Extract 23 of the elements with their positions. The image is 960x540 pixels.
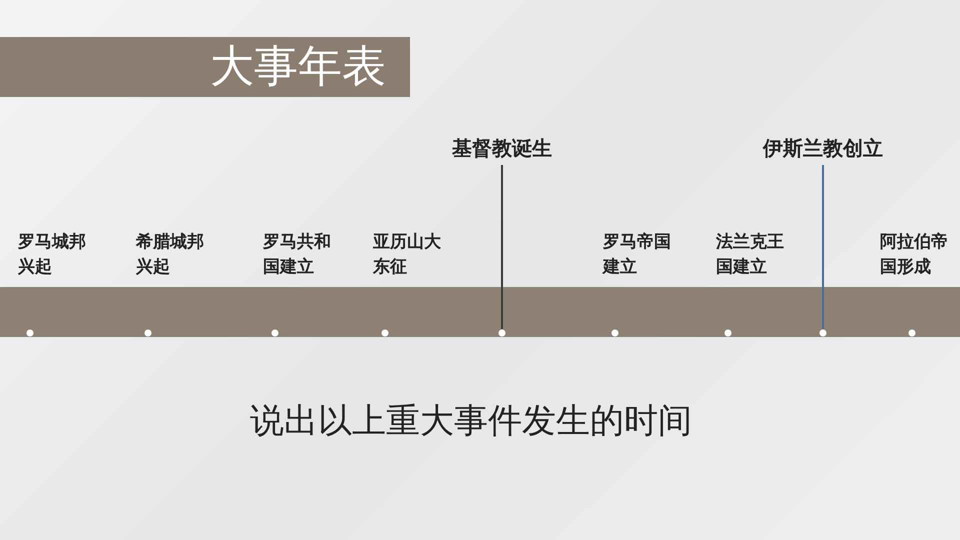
event-label: 罗马帝国建立 (603, 231, 672, 279)
timeline-dot (271, 329, 279, 337)
event-heading: 伊斯兰教创立 (763, 135, 883, 161)
timeline-dot (611, 329, 619, 337)
question-text: 说出以上重大事件发生的时间 (250, 400, 692, 443)
event-label: 阿拉伯帝国形成 (880, 231, 949, 279)
timeline-dot (908, 329, 916, 337)
timeline-dot (724, 329, 732, 337)
title: 大事年表 (210, 41, 386, 93)
event-label: 亚历山大东征 (373, 231, 442, 279)
event-label: 法兰克王国建立 (716, 231, 785, 279)
leader-line (822, 165, 824, 329)
event-label: 罗马共和国建立 (263, 231, 332, 279)
event-label: 希腊城邦兴起 (136, 231, 205, 279)
event-heading: 基督教诞生 (452, 135, 552, 161)
timeline-dot (819, 329, 827, 337)
leader-line (501, 165, 503, 329)
timeline-dot (144, 329, 152, 337)
timeline-dot (498, 329, 506, 337)
timeline-dot (26, 329, 34, 337)
timeline-dot (381, 329, 389, 337)
timeline-bar (0, 287, 960, 337)
event-label: 罗马城邦兴起 (18, 231, 87, 279)
